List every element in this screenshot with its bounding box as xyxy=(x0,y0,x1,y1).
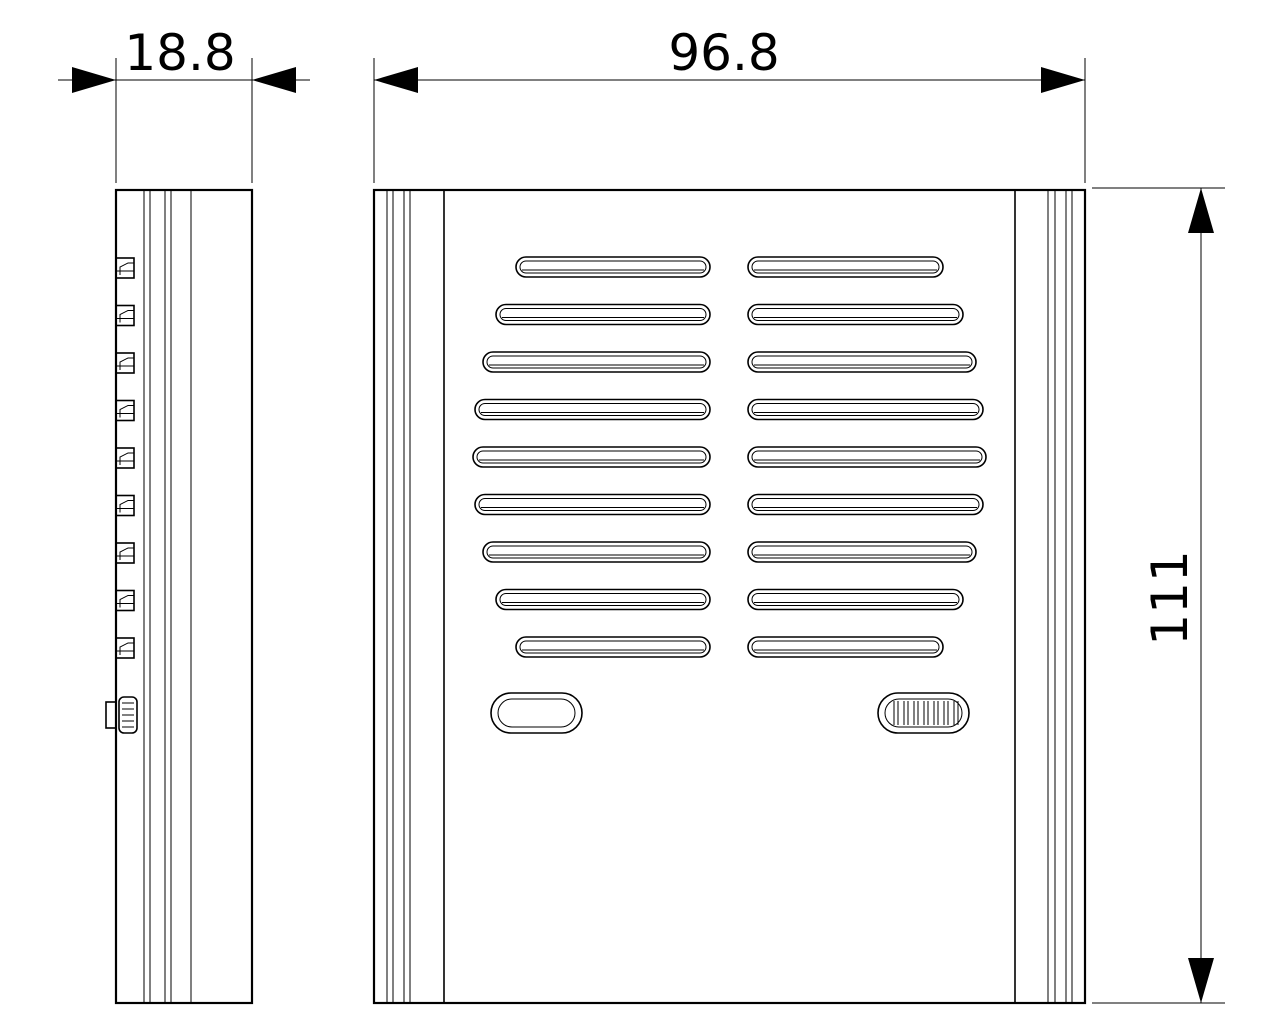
grille-slot-right xyxy=(747,541,977,563)
grille-slot-left xyxy=(472,446,711,468)
wheel-ridges xyxy=(893,701,959,725)
side-clip xyxy=(115,257,135,279)
side-clip xyxy=(115,637,135,659)
grille-slot-right xyxy=(747,303,964,326)
grille-slot-left xyxy=(515,636,711,658)
side-clip xyxy=(115,399,135,422)
grille-slot-left xyxy=(482,351,711,373)
dimension-height-label: 111 xyxy=(1141,550,1199,645)
dimension-width: 96.8 xyxy=(373,24,1086,183)
grille-slot-left xyxy=(474,493,711,516)
side-clip xyxy=(115,352,135,374)
arrow-down-icon xyxy=(1188,958,1214,1003)
grille-slot-right xyxy=(747,256,944,278)
side-clip xyxy=(115,542,135,564)
side-clip xyxy=(115,447,135,469)
side-clips xyxy=(115,257,135,659)
arrow-right-icon xyxy=(1041,67,1085,93)
dimension-depth: 18.8 xyxy=(58,24,310,183)
grille-slot-right xyxy=(747,398,984,421)
volume-wheel[interactable] xyxy=(877,692,970,734)
grille-slot-left xyxy=(474,398,711,421)
push-button[interactable] xyxy=(490,692,583,734)
arrow-left-icon xyxy=(374,67,418,93)
front-view xyxy=(372,188,1087,1005)
grille-slot-right xyxy=(747,636,944,658)
grille-slot-right xyxy=(747,351,977,373)
grille-slot-left xyxy=(515,256,711,278)
grille-slot-right xyxy=(747,588,964,611)
side-clip xyxy=(115,589,135,612)
dimension-height: 111 xyxy=(1092,187,1225,1004)
speaker-grille xyxy=(472,256,987,658)
dimension-width-label: 96.8 xyxy=(668,24,779,82)
arrow-up-icon xyxy=(1188,188,1214,233)
side-clip xyxy=(115,494,135,517)
arrow-left-icon xyxy=(252,67,296,93)
dimension-depth-label: 18.8 xyxy=(124,24,235,82)
grille-slot-left xyxy=(482,541,711,563)
grille-slot-right xyxy=(747,446,987,468)
side-view xyxy=(105,188,254,1005)
grille-slot-right xyxy=(747,493,984,516)
side-clip xyxy=(115,304,135,327)
grille-slot-left xyxy=(495,303,711,326)
side-wheel xyxy=(105,696,138,734)
arrow-right-icon xyxy=(72,67,116,93)
grille-slot-left xyxy=(495,588,711,611)
